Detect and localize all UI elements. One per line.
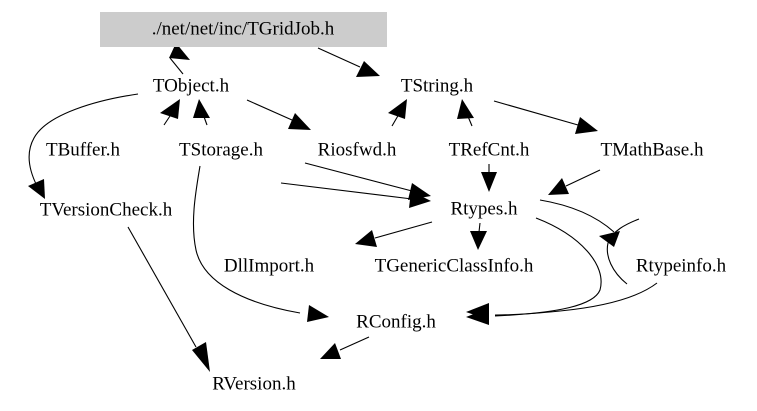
- node-label-tversioncheck: TVersionCheck.h: [40, 199, 173, 220]
- node-layer: ./net/net/inc/TGridJob.h TObject.h TStri…: [40, 12, 727, 394]
- node-riosfwd[interactable]: Riosfwd.h: [318, 139, 397, 160]
- node-rtypes[interactable]: Rtypes.h: [450, 198, 518, 219]
- edge-layer: [28, 43, 658, 372]
- node-tobject[interactable]: TObject.h: [153, 75, 230, 96]
- node-label-tstorage: TStorage.h: [179, 139, 263, 160]
- arrow-head-icon: [320, 343, 341, 359]
- arrow-head-icon: [548, 178, 569, 195]
- node-dllimport[interactable]: DllImport.h: [224, 255, 315, 276]
- arrow-head-icon: [307, 305, 329, 322]
- arrow-head-icon: [28, 179, 45, 199]
- edge-tstorage-to-rconfig: [192, 165, 329, 322]
- edge-root-to-tstring: [317, 47, 380, 77]
- arrow-head-icon: [575, 117, 598, 134]
- edge-tbuffer-to-tobject: [160, 99, 180, 126]
- node-label-tmathbase: TMathBase.h: [601, 139, 704, 160]
- edge-trefcnt-to-tstring: [457, 99, 474, 127]
- arrow-head-icon: [388, 99, 407, 119]
- node-label-tstring: TString.h: [401, 75, 474, 96]
- node-tstorage[interactable]: TStorage.h: [179, 139, 263, 160]
- edge-tversioncheck-to-rversion: [127, 226, 210, 372]
- node-label-tgenericclassinfo: TGenericClassInfo.h: [375, 255, 534, 276]
- edge-trefcnt-to-rtypes: [481, 164, 497, 192]
- arrow-head-icon: [192, 342, 210, 372]
- node-label-trefcnt: TRefCnt.h: [449, 139, 530, 160]
- arrow-head-icon: [457, 99, 474, 119]
- arrow-head-icon: [356, 61, 380, 77]
- edge-tmathbase-to-rtypes: [548, 169, 601, 195]
- edge-rtypes-to-dllimport: [355, 221, 433, 247]
- node-label-tbuffer: TBuffer.h: [46, 139, 121, 160]
- node-tversioncheck[interactable]: TVersionCheck.h: [40, 199, 173, 220]
- node-tgenericclassinfo[interactable]: TGenericClassInfo.h: [375, 255, 534, 276]
- arrow-head-icon: [160, 99, 180, 119]
- node-label-rversion: RVersion.h: [212, 373, 296, 394]
- node-rconfig[interactable]: RConfig.h: [356, 311, 436, 332]
- edge-riosfwd-to-tstring: [388, 99, 407, 127]
- edge-tobject-to-tversioncheck: [28, 93, 139, 199]
- edge-rtypes-to-tgenericclassinfo: [470, 222, 487, 250]
- arrow-head-icon: [355, 230, 377, 247]
- arrow-head-icon: [193, 99, 210, 118]
- arrow-head-icon: [409, 191, 431, 208]
- node-tstring[interactable]: TString.h: [401, 75, 474, 96]
- arrow-head-icon: [169, 43, 190, 60]
- edge-rconfig-to-rversion: [320, 336, 370, 359]
- node-tbuffer[interactable]: TBuffer.h: [46, 139, 121, 160]
- node-label-dllimport: DllImport.h: [224, 255, 315, 276]
- edge-tstring-to-tmathbase: [493, 100, 598, 134]
- arrow-head-icon: [288, 113, 311, 130]
- arrow-head-icon: [481, 172, 497, 192]
- node-label-rtypes: Rtypes.h: [450, 198, 518, 219]
- arrow-head-icon: [466, 303, 489, 320]
- edge-tobject-to-root: [169, 43, 190, 75]
- edge-rtypeinfo-to-rtypes: [539, 199, 640, 285]
- node-label-riosfwd: Riosfwd.h: [318, 139, 397, 160]
- arrow-head-icon: [470, 231, 487, 250]
- edge-tstorage-to-tobject: [193, 99, 210, 126]
- node-label-tobject: TObject.h: [153, 75, 230, 96]
- node-rversion[interactable]: RVersion.h: [212, 373, 296, 394]
- edge-rtypeinfo-to-rconfig: [466, 282, 658, 320]
- edge-tobject-to-riosfwd: [246, 99, 311, 130]
- node-label-rtypeinfo: Rtypeinfo.h: [636, 255, 727, 276]
- root-node-box: [100, 12, 387, 47]
- root-node-label: ./net/net/inc/TGridJob.h: [152, 18, 335, 39]
- node-root-tgridjob[interactable]: ./net/net/inc/TGridJob.h: [100, 12, 387, 47]
- node-tmathbase[interactable]: TMathBase.h: [601, 139, 704, 160]
- arrow-head-icon: [599, 231, 620, 247]
- node-label-rconfig: RConfig.h: [356, 311, 436, 332]
- node-trefcnt[interactable]: TRefCnt.h: [449, 139, 530, 160]
- node-rtypeinfo[interactable]: Rtypeinfo.h: [636, 255, 727, 276]
- edge-tstorage-to-rtypes: [280, 182, 431, 208]
